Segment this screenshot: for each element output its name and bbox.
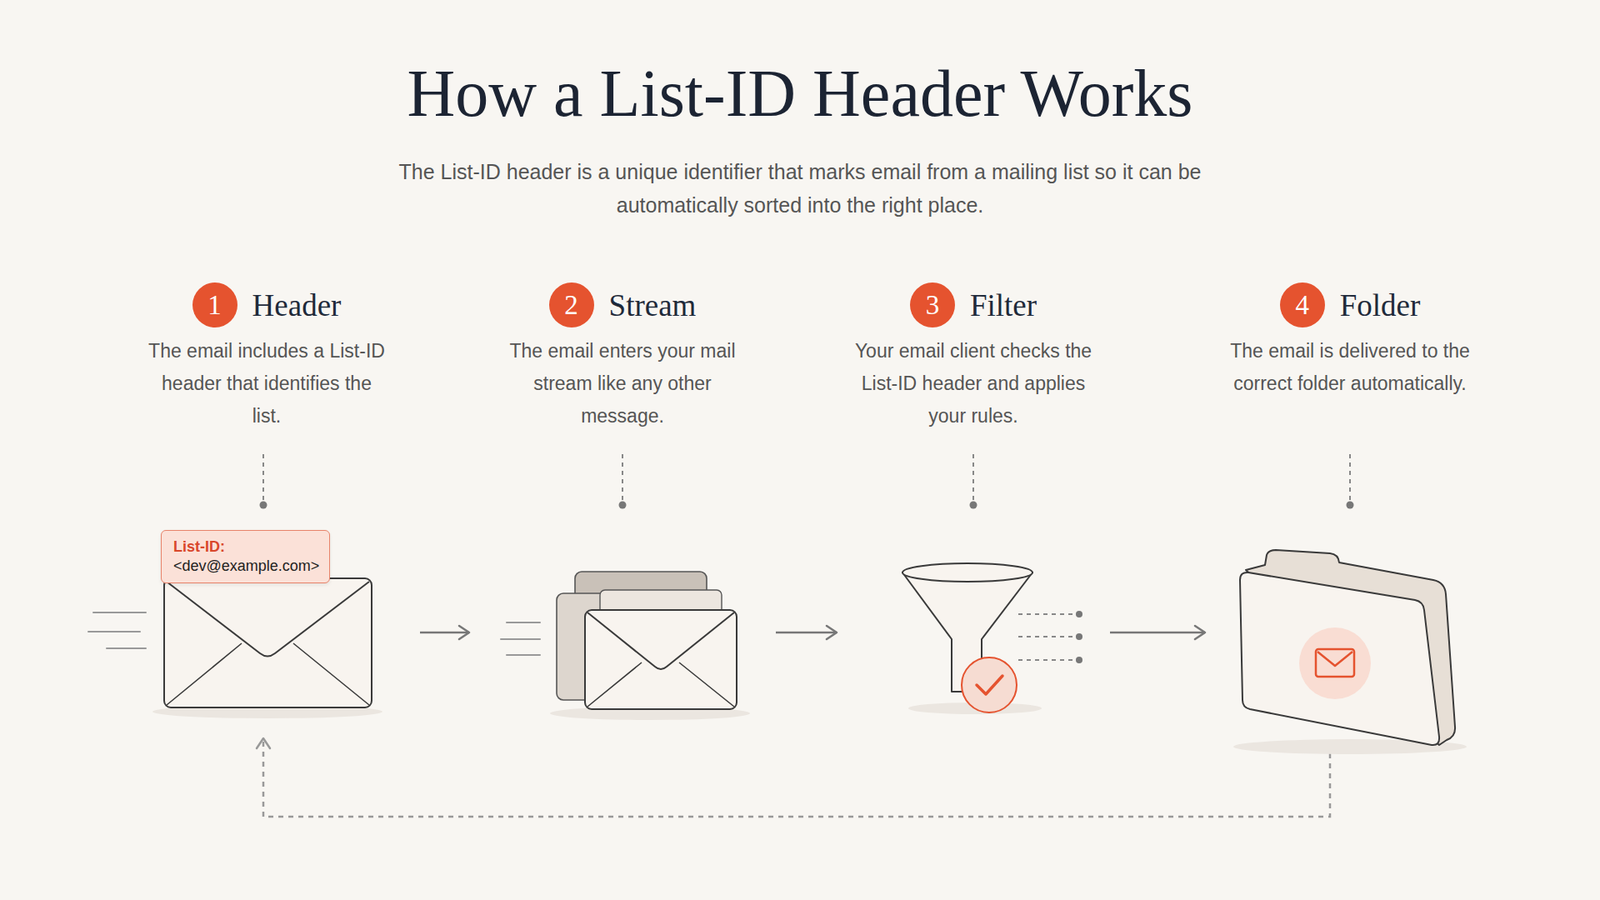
feedback-connector (256, 738, 1330, 817)
flow-arrow (1110, 625, 1205, 640)
folder (1233, 550, 1467, 755)
step-description: Your email client checks the List-ID hea… (852, 335, 1095, 433)
callout-number: 3 (925, 291, 940, 320)
step-heading: Stream (609, 287, 697, 324)
step-heading: Header (252, 287, 342, 324)
leader-dots (260, 501, 1355, 510)
callout-number: 2 (564, 291, 579, 320)
step-description: The email is delivered to the correct fo… (1229, 335, 1471, 400)
step-heading-row: 1 Header (125, 279, 409, 331)
step-heading-row: 4 Folder (1216, 279, 1484, 331)
step-number: 3 (910, 282, 955, 328)
step-heading: Folder (1340, 287, 1421, 324)
funnel (902, 563, 1083, 715)
step-description: The email enters your mail stream like a… (501, 335, 744, 433)
envelope (88, 578, 383, 719)
flow-arrow (420, 625, 470, 640)
leader-lines (263, 454, 1350, 500)
header-value: <dev@example.com> (173, 556, 320, 576)
diagram-title: How a List-ID Header Works (0, 56, 1600, 130)
step-number: 2 (549, 282, 595, 328)
step-description: The email includes a List-ID header that… (145, 335, 388, 433)
step-column: 4 FolderThe email is delivered to the cor… (1216, 279, 1484, 750)
step-heading: Filter (970, 287, 1037, 324)
step-column: 1 HeaderThe email includes a List-ID head… (125, 279, 409, 734)
flow-arrow (775, 625, 837, 640)
step-number: 1 (192, 282, 238, 328)
step-heading-row: 2 Stream (480, 279, 765, 331)
header-name: List-ID: (173, 537, 320, 557)
callout-number: 1 (207, 291, 222, 320)
step-column: 2 StreamThe email enters your mail stream… (480, 279, 765, 734)
step-column: 3 FilterYour email client checks the List… (848, 279, 1099, 734)
callout-number: 4 (1295, 291, 1310, 320)
list-id-tag: List-ID:<dev@example.com> (160, 530, 330, 584)
envelope-stack (500, 571, 750, 720)
step-heading-row: 3 Filter (848, 279, 1099, 331)
step-number: 4 (1280, 282, 1325, 328)
subtitle: The List-ID header is a unique identifie… (383, 155, 1217, 222)
